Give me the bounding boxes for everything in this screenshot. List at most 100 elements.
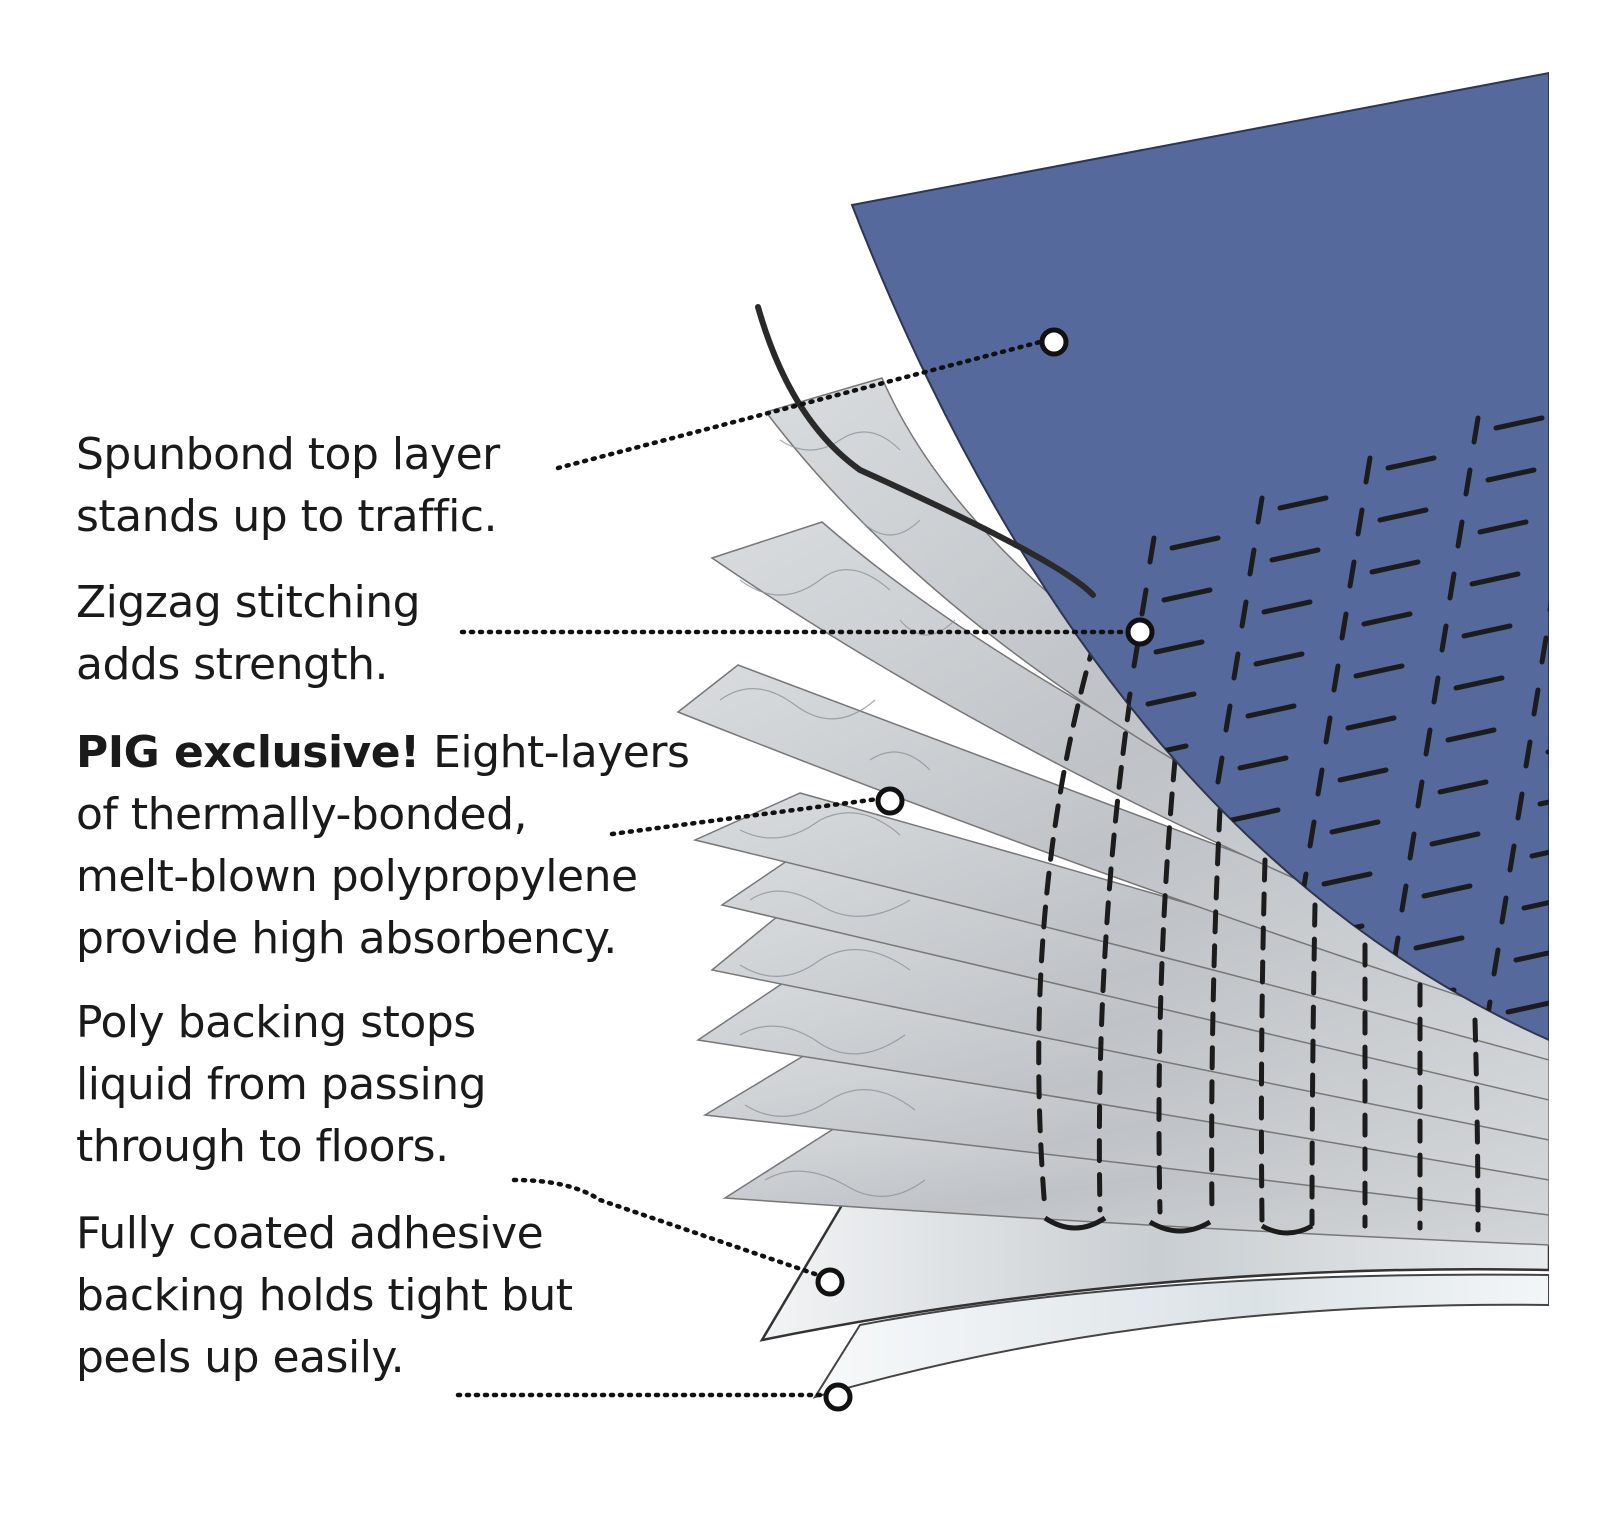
zigzag-stitch — [1580, 534, 1600, 544]
zigzag-stitch — [1566, 482, 1570, 506]
zigzag-stitch — [1531, 687, 1541, 717]
zigzag-stitch — [1147, 535, 1157, 565]
zigzag-stitch — [1429, 831, 1481, 847]
zigzag-stitch — [1471, 415, 1481, 445]
leader-lines — [455, 339, 1131, 1398]
stitch-loops — [1043, 1215, 1314, 1236]
zigzag-stitch — [1556, 690, 1600, 700]
zigzag-stitch — [1463, 467, 1473, 497]
zigzag-stitch — [1423, 727, 1433, 757]
zigzag-stitch — [1331, 663, 1341, 693]
adhesive-backing-layer — [812, 1273, 1549, 1399]
zigzag-stitch — [1245, 703, 1297, 719]
callout-poly-backing: Poly backing stops liquid from passing t… — [76, 992, 487, 1178]
zigzag-stitch — [1231, 651, 1241, 681]
callout-markers — [815, 327, 1155, 1412]
callout-line: liquid from passing — [76, 1059, 487, 1110]
zigzag-stitch — [1153, 639, 1205, 655]
callout-zigzag-stitching: Zigzag stitching adds strength. — [76, 572, 421, 696]
zigzag-stitch — [1505, 999, 1549, 1015]
zigzag-stitch — [1513, 947, 1549, 963]
zigzag-stitch — [1369, 559, 1421, 575]
zigzag-stitch — [1537, 791, 1549, 807]
zigzag-stitch — [1229, 807, 1281, 823]
zigzag-stitch — [1539, 635, 1549, 665]
zigzag-stitch — [1570, 1118, 1574, 1142]
zigzag-stitch — [1453, 675, 1505, 691]
zigzag-stitch — [1323, 715, 1333, 745]
zigzag-stitch — [1377, 507, 1429, 523]
callout-line: Zigzag stitching — [76, 577, 421, 628]
zigzag-stitch — [1592, 1118, 1600, 1128]
zigzag-stitch — [1447, 571, 1457, 601]
zigzag-stitch — [1469, 571, 1521, 587]
callout-adhesive-backing: Fully coated adhesive backing holds tigh… — [76, 1203, 573, 1389]
zigzag-stitch — [1437, 779, 1489, 795]
zigzag-stitch — [1523, 739, 1533, 769]
zigzag-stitch — [1407, 831, 1417, 861]
zigzag-stitch — [1255, 495, 1265, 525]
zigzag-stitch — [1315, 767, 1325, 797]
callout-line: Eight-layers — [419, 727, 690, 778]
zigzag-stitch — [1385, 455, 1437, 471]
zigzag-stitch — [1347, 559, 1357, 589]
zigzag-stitch — [1345, 715, 1397, 731]
zigzag-stitch — [1307, 819, 1317, 849]
zigzag-stitch — [1247, 547, 1257, 577]
zigzag-stitch — [1491, 947, 1501, 977]
callout-line: melt-blown polypropylene — [76, 851, 638, 902]
zigzag-stitch — [1564, 638, 1600, 648]
callout-spunbond-top-layer: Spunbond top layer stands up to traffic. — [76, 424, 500, 548]
callout-line: adds strength. — [76, 639, 389, 690]
zigzag-stitch — [1421, 883, 1473, 899]
zigzag-stitch — [1277, 495, 1329, 511]
zigzag-stitch — [1161, 587, 1213, 603]
callout-line: Poly backing stops — [76, 997, 476, 1048]
zigzag-stitch — [1139, 587, 1149, 617]
zigzag-stitch — [1237, 755, 1289, 771]
zigzag-stitch — [1515, 791, 1525, 821]
zigzag-stitch — [1445, 727, 1497, 743]
zigzag-stitch — [1439, 623, 1449, 653]
zigzag-stitch — [1215, 755, 1225, 785]
loose-thread — [755, 304, 1096, 598]
vertical-stitch-rows — [1036, 637, 1481, 1233]
zigzag-stitch — [1169, 535, 1221, 551]
zigzag-stitch — [1507, 843, 1517, 873]
callout-line: Fully coated adhesive — [76, 1208, 544, 1259]
zigzag-stitch — [1329, 819, 1381, 835]
zigzag-stitch — [1355, 507, 1365, 537]
callout-line: peels up easily. — [76, 1332, 405, 1383]
zigzag-stitch — [1493, 415, 1545, 431]
zigzag-stitch — [1594, 962, 1598, 986]
zigzag-stitch — [1499, 895, 1509, 925]
zigzag-stitch — [1223, 703, 1233, 733]
zigzag-stitch — [1547, 583, 1549, 613]
zigzag-stitch — [1485, 467, 1537, 483]
callout-emphasis: PIG exclusive! — [76, 727, 420, 778]
zigzag-stitch — [1337, 767, 1389, 783]
zigzag-stitch — [1477, 519, 1529, 535]
callout-pig-exclusive: PIG exclusive! Eight-layers of thermally… — [76, 722, 690, 970]
zigzag-stitch — [1239, 599, 1249, 629]
zigzag-stitch — [1578, 1066, 1582, 1090]
zigzag-stitch — [1572, 586, 1600, 596]
zigzag-stitch — [1529, 843, 1549, 859]
zigzag-stitch — [1361, 611, 1413, 627]
zigzag-stitch — [1339, 611, 1349, 641]
callout-line: provide high absorbency. — [76, 913, 617, 964]
callout-line: Spunbond top layer — [76, 429, 500, 480]
zigzag-stitch — [1415, 779, 1425, 809]
zigzag-stitch — [1582, 378, 1586, 402]
zigzag-stitch — [1145, 691, 1197, 707]
callout-line: through to floors. — [76, 1121, 449, 1172]
zigzag-stitch — [1431, 675, 1441, 705]
zigzag-stitch — [1413, 935, 1465, 951]
zigzag-stitch — [1586, 1014, 1590, 1038]
callout-line: of thermally-bonded, — [76, 789, 528, 840]
zigzag-stitch — [1455, 519, 1465, 549]
zigzag-stitch — [1588, 482, 1600, 492]
zigzag-stitch — [1596, 430, 1600, 440]
